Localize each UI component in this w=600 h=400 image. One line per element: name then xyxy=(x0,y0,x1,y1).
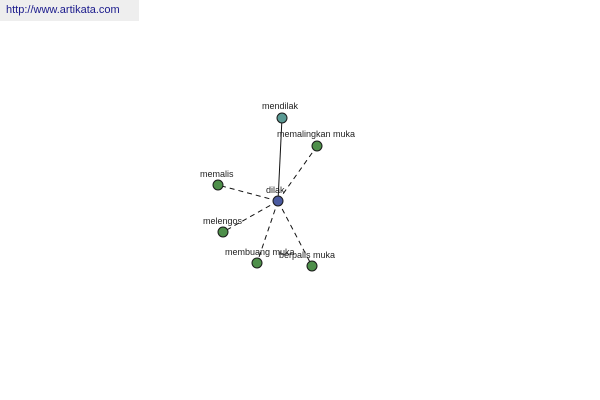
node-mendilak[interactable] xyxy=(276,112,288,124)
node-dilak[interactable] xyxy=(272,195,284,207)
node-memalis[interactable] xyxy=(212,179,224,191)
labels-layer: mendilak memalingkan muka memalis melengos m… xyxy=(200,101,355,260)
node-label-mendilak[interactable]: mendilak xyxy=(262,101,299,111)
node-label-memalis[interactable]: memalis xyxy=(200,169,234,179)
edge-membuang-muka xyxy=(256,200,279,264)
node-berpalis-muka[interactable] xyxy=(306,260,318,272)
node-memalingkan-muka[interactable] xyxy=(311,140,323,152)
node-label-memalingkan-muka[interactable]: memalingkan muka xyxy=(277,129,355,139)
edge-berpalis-muka xyxy=(277,200,313,267)
node-label-melengos[interactable]: melengos xyxy=(203,216,243,226)
edge-mendilak xyxy=(277,117,283,202)
edge-memalingkan-muka xyxy=(277,145,318,202)
edge-melengos xyxy=(222,200,279,233)
node-label-dilak[interactable]: dilak xyxy=(266,185,285,195)
node-label-membuang-muka[interactable]: membuang muka xyxy=(225,247,295,257)
node-melengos[interactable] xyxy=(217,226,229,238)
nodes-layer xyxy=(212,112,323,272)
edge-memalis xyxy=(217,184,279,202)
edges-layer xyxy=(217,117,318,267)
node-membuang-muka[interactable] xyxy=(251,257,263,269)
source-link[interactable]: http://www.artikata.com xyxy=(0,0,139,21)
node-label-berpalis-muka[interactable]: berpalis muka xyxy=(279,250,335,260)
